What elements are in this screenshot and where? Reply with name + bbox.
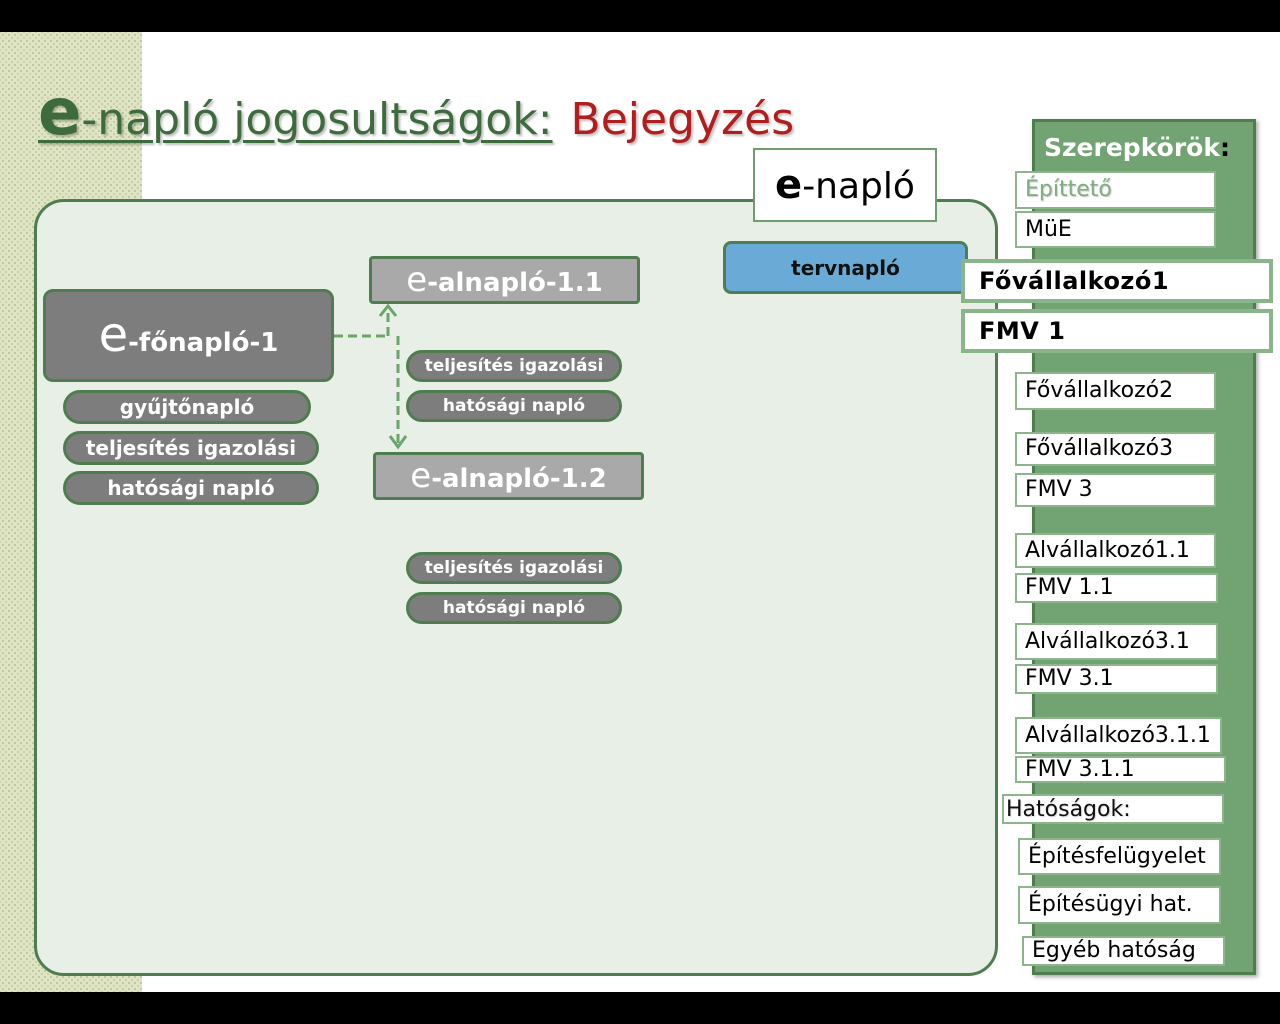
alnaplo-11-label: -alnapló-1.1 xyxy=(427,268,603,298)
pill-hatosagi-naplo: hatósági napló xyxy=(63,471,319,505)
pill-hatosagi-naplo: hatósági napló xyxy=(406,592,622,624)
alnaplo-12-box: e-alnapló-1.2 xyxy=(373,452,644,500)
enaplo-label-box: e-napló xyxy=(753,148,937,222)
role-fmv-3: FMV 3 xyxy=(1015,473,1216,507)
slide: e-napló jogosultságok:Bejegyzés e-napló … xyxy=(0,32,1280,992)
role-epitesugyi-hat: Építésügyi hat. xyxy=(1018,886,1221,924)
alnaplo-11-box: e-alnapló-1.1 xyxy=(369,256,640,304)
fonaplo-e-letter: e xyxy=(98,307,129,363)
role-mue: MüE xyxy=(1015,211,1216,248)
fonaplo-label: -főnapló-1 xyxy=(128,328,279,358)
role-fovallalkozo-2: Fővállalkozó2 xyxy=(1015,372,1216,410)
pill-teljesites-igazolasi: teljesítés igazolási xyxy=(63,431,319,465)
enaplo-label: -napló xyxy=(802,166,915,207)
pill-teljesites-igazolasi: teljesítés igazolási xyxy=(406,350,622,382)
role-fmv-3-1-1: FMV 3.1.1 xyxy=(1015,756,1226,783)
role-epitesfelugyelet: Építésfelügyelet xyxy=(1018,838,1221,875)
role-alvallalkozo-3-1-1: Alvállalkozó3.1.1 xyxy=(1015,717,1222,754)
pill-gyujtonaplo: gyűjtőnapló xyxy=(63,390,311,424)
role-epitteto: Építtető xyxy=(1015,171,1216,209)
alnaplo-11-e-letter: e xyxy=(406,260,428,300)
enaplo-e-letter: e xyxy=(775,162,803,208)
role-fmv-1-1: FMV 1.1 xyxy=(1015,573,1218,603)
pill-hatosagi-naplo: hatósági napló xyxy=(406,390,622,422)
role-alvallalkozo-1-1: Alvállalkozó1.1 xyxy=(1015,533,1216,568)
alnaplo-12-e-letter: e xyxy=(410,456,432,496)
roles-title-colon: : xyxy=(1219,133,1230,162)
role-alvallalkozo-3-1: Alvállalkozó3.1 xyxy=(1015,623,1218,660)
role-fmv-1: FMV 1 xyxy=(961,309,1273,353)
alnaplo-12-label: -alnapló-1.2 xyxy=(431,464,607,494)
roles-title: Szerepkörök: xyxy=(1044,133,1230,162)
title-main-text: -napló jogosultságok: xyxy=(81,94,553,145)
page-title: e-napló jogosultságok: Bejegyzés xyxy=(38,76,794,166)
role-egyeb-hatosag: Egyéb hatóság xyxy=(1022,936,1225,966)
title-main: e-napló jogosultságok: xyxy=(38,76,553,150)
role-fovallalkozo-1: Fővállalkozó1 xyxy=(961,259,1273,303)
fonaplo-box: e-főnapló-1 xyxy=(43,289,334,382)
role-fovallalkozo-3: Fővállalkozó3 xyxy=(1015,432,1216,466)
roles-title-text: Szerepkörök xyxy=(1044,133,1220,162)
title-accent: Bejegyzés xyxy=(570,94,795,145)
title-e-letter: e xyxy=(38,76,82,150)
role-fmv-3-1: FMV 3.1 xyxy=(1015,664,1218,694)
pill-teljesites-igazolasi: teljesítés igazolási xyxy=(406,552,622,584)
tervnaplo-box: tervnapló xyxy=(723,241,968,294)
roles-section-hatosagok: Hatóságok: xyxy=(1002,794,1224,824)
